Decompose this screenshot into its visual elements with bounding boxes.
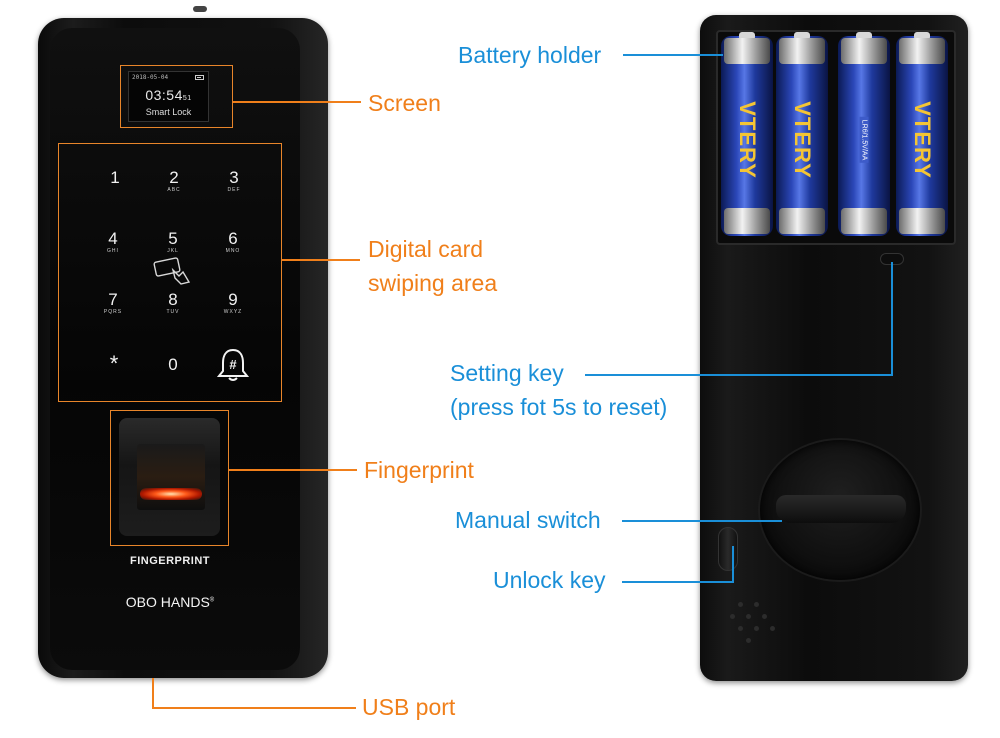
key-0[interactable]: 0 [168,355,178,374]
manual-switch-leader-line [622,520,782,522]
lock-screen: 2018-05-04 03:5451 Smart Lock [128,71,209,122]
battery: VTERY [896,32,948,236]
fingerprint-highlight-frame [110,410,229,546]
brand-name: OBO HANDS [125,594,210,610]
battery-leader-line [623,54,723,56]
brand-logo: OBO HANDS® [100,594,240,610]
battery-brand: VTERY [910,101,935,179]
card-swipe-icon [153,256,191,286]
label-setting-key: Setting key [450,360,564,386]
key-star[interactable]: * [109,351,119,376]
unlock-key-button[interactable] [718,527,738,571]
manual-switch-handle[interactable] [776,495,906,523]
screen-highlight-frame [120,65,233,128]
battery-indicator-icon [195,75,204,80]
screen-time: 03:5451 [129,87,208,103]
top-nub [193,6,207,12]
label-fingerprint: Fingerprint [364,457,474,483]
card-leader-line [282,259,360,261]
label-screen: Screen [368,90,441,116]
fingerprint-sensor[interactable] [137,444,205,510]
fingerprint-glow [140,488,202,500]
front-face [50,28,300,670]
screen-date: 2018-05-04 [132,74,169,81]
unlock-leader-line-h [622,581,734,583]
label-unlock-key: Unlock key [493,567,606,593]
screen-title: Smart Lock [145,107,192,117]
label-usb-port: USB port [362,694,456,720]
hash-key-label: # [229,357,237,372]
battery-spec: LR6/1.5V/AA [859,116,869,164]
label-card-line1: Digital card [368,236,484,262]
front-panel [38,18,328,678]
battery-brand: VTERY [735,101,760,179]
battery: VTERY [721,32,773,236]
fingerprint-leader-line [229,469,357,471]
key-1[interactable]: 1 [110,168,120,187]
label-manual-switch: Manual switch [455,507,601,533]
unlock-leader-line-v [732,546,734,583]
usb-leader-line-v [152,678,154,708]
screen-time-seconds: 51 [182,95,192,102]
brand-registered-mark: ® [209,597,215,604]
fingerprint-caption: FINGERPRINT [129,555,211,567]
speaker-grille [726,598,782,646]
label-battery-holder: Battery holder [458,42,602,68]
battery-brand: VTERY [790,101,815,179]
battery: LR6/1.5V/AA [838,32,890,236]
screen-time-hm: 03:54 [145,87,183,103]
label-card-line2: swiping area [368,270,498,296]
label-setting-key-note: (press fot 5s to reset) [450,394,668,420]
setting-leader-line-h [585,374,893,376]
usb-leader-line-h [152,707,356,709]
keypad-highlight-frame [58,143,282,402]
screen-leader-line [233,101,361,103]
battery: VTERY [776,32,828,236]
bell-hash-icon[interactable]: # [216,347,250,383]
setting-leader-line-v [891,262,893,376]
